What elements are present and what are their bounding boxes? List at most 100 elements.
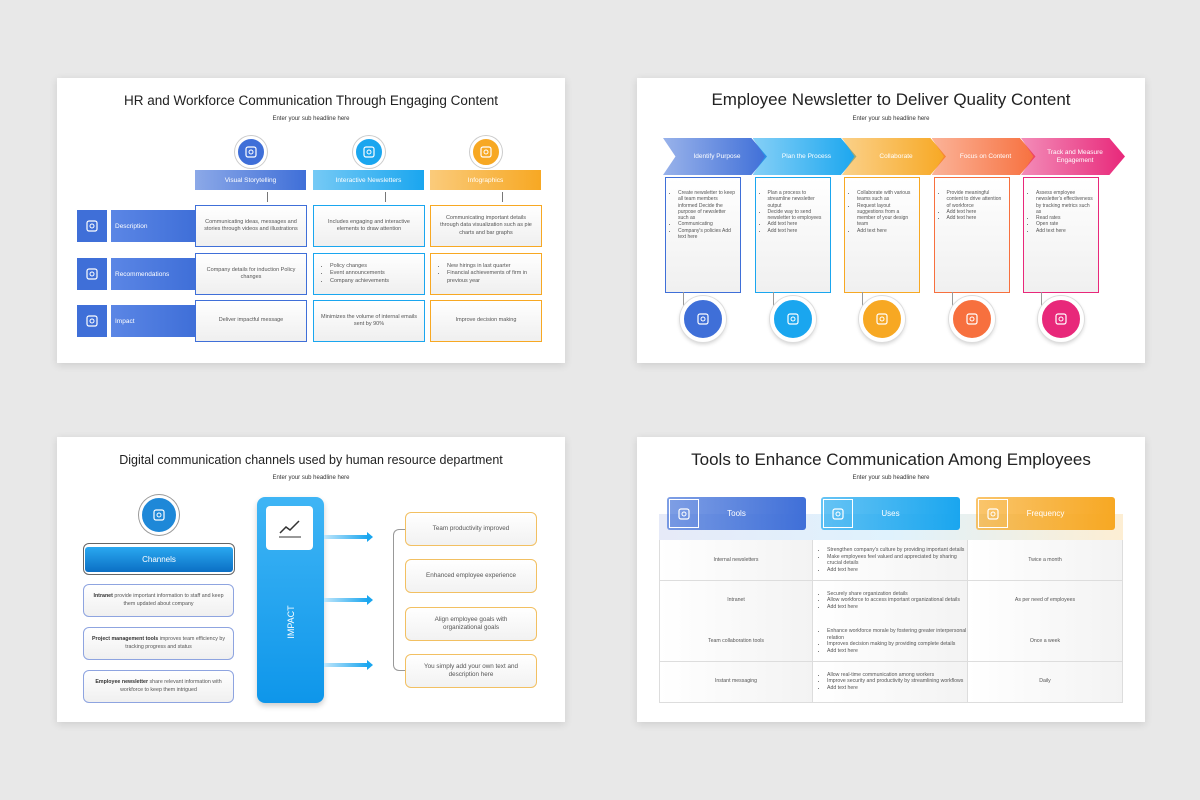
connector-line <box>502 192 503 202</box>
bullet-item: Communicating <box>678 221 736 227</box>
step-chevron: Plan the Process <box>752 138 857 175</box>
step-content: Assess employee newsletter's effectivene… <box>1023 177 1099 293</box>
bullet-item: Policy changes <box>330 263 418 270</box>
slide-newsletter: Employee Newsletter to Deliver Quality C… <box>637 78 1145 363</box>
bullet-list: Create newsletter to keep all team membe… <box>668 190 736 240</box>
column-header-tab: Frequency <box>976 497 1115 530</box>
channel-name: Employee newsletter <box>95 679 149 686</box>
column-header-tab: Tools <box>667 497 806 530</box>
channel-name: Intranet <box>93 593 113 600</box>
hand-icon <box>823 499 853 528</box>
step-chevron: Focus on Content <box>931 138 1036 175</box>
bullet-item: Company achievements <box>330 278 418 285</box>
infographics-icon <box>470 136 502 168</box>
step-chevron: Track and Measure Engagement <box>1021 138 1125 175</box>
plan-icon <box>769 296 816 342</box>
bullet-item: Add text here <box>827 604 967 611</box>
bullet-item: Add text here <box>827 648 967 655</box>
impact-label: IMPACT <box>286 605 296 639</box>
slide-subtitle: Enter your sub headline here <box>852 475 930 481</box>
handshake-icon <box>1038 296 1084 342</box>
slide-subtitle: Enter your sub headline here <box>852 116 930 122</box>
channel-card: Project management tools improves team e… <box>83 627 234 660</box>
column-header-tab: Uses <box>821 497 960 530</box>
step-chevron: Identify Purpose <box>663 138 767 175</box>
table-cell: Deliver impactful message <box>195 300 307 342</box>
uses-cell: Enhance workforce morale by fostering gr… <box>813 621 968 662</box>
bullet-item: Create newsletter to keep all team membe… <box>678 190 736 221</box>
table-cell: Company details for induction Policy cha… <box>195 253 307 295</box>
table-cell: New hirings in last quarterFinancial ach… <box>430 253 542 295</box>
bullet-list: Enhance workforce morale by fostering gr… <box>813 628 967 654</box>
tool-cell: Intranet <box>659 580 813 622</box>
channel-text: Intranet provide important information t… <box>92 593 225 608</box>
storytelling-icon <box>235 136 267 168</box>
bullet-item: Add text here <box>827 685 967 692</box>
team-icon <box>859 296 905 342</box>
bullet-item: Add text here <box>857 228 915 234</box>
channel-description: improves team efficiency by tracking pro… <box>125 636 225 650</box>
column-header: Interactive Newsletters <box>313 170 424 190</box>
column-header: Infographics <box>430 170 541 190</box>
clipboard-icon <box>77 210 107 242</box>
newsletter-icon <box>353 136 385 168</box>
bullet-item: Add text here <box>947 215 1005 221</box>
bullet-item: Add text here <box>768 228 826 234</box>
uses-cell: Allow real-time communication among work… <box>813 661 968 703</box>
outcome-box: You simply add your own text and descrip… <box>405 654 537 688</box>
channel-text: Employee newsletter share relevant infor… <box>92 679 225 694</box>
step-content: Provide meaningful content to drive atte… <box>933 177 1010 293</box>
bracket-line <box>393 529 405 671</box>
bullet-item: Company's policies Add text here <box>678 228 736 241</box>
bullet-item: Enhance workforce morale by fostering gr… <box>827 628 967 641</box>
frequency-cell: Daily <box>968 661 1123 703</box>
bullet-list: Provide meaningful content to drive atte… <box>937 190 1005 221</box>
arrow-icon <box>324 595 373 605</box>
frequency-cell: As per need of employees <box>968 580 1123 622</box>
bullet-list: New hirings in last quarterFinancial ach… <box>437 263 535 284</box>
bullet-item: Decide way to send newsletter to employe… <box>768 209 826 222</box>
table-cell: Improve decision making <box>430 300 542 342</box>
bullet-item: Add text here <box>768 221 826 227</box>
slide-title: Employee Newsletter to Deliver Quality C… <box>711 90 1071 109</box>
bullet-item: Make employees feel valued and appreciat… <box>827 554 967 567</box>
bullet-item: Provide meaningful content to drive atte… <box>947 190 1005 209</box>
bullet-item: Request layout suggestions from a member… <box>857 203 915 228</box>
slide-title: Tools to Enhance Communication Among Emp… <box>691 450 1091 469</box>
connector-line <box>83 543 235 575</box>
row-label: Recommendations <box>111 258 195 290</box>
channel-name: Project management tools <box>92 636 159 643</box>
outcome-box: Team productivity improved <box>405 512 537 546</box>
channel-description: provide important information to staff a… <box>112 593 224 607</box>
bullet-list: Securely share organization detailsAllow… <box>813 591 967 611</box>
step-content: Create newsletter to keep all team membe… <box>665 177 741 293</box>
bullet-item: Event announcements <box>330 270 418 277</box>
tool-cell: Internal newsletters <box>659 540 813 581</box>
bullet-item: Financial achievements of firm in previo… <box>447 270 535 284</box>
table-cell: Communicating ideas, messages and storie… <box>195 205 307 247</box>
step-content: Collaborate with various teams such asRe… <box>844 177 920 293</box>
slide-hr-communication: HR and Workforce Communication Through E… <box>57 78 565 363</box>
target-icon <box>680 296 726 342</box>
row-label: Description <box>111 210 195 242</box>
step-chevron: Collaborate <box>842 138 946 175</box>
row-label: Impact <box>111 305 195 337</box>
channel-card: Employee newsletter share relevant infor… <box>83 670 234 703</box>
slide-digital-channels: Digital communication channels used by h… <box>57 437 565 722</box>
channel-description: share relevant information with workforc… <box>120 679 222 693</box>
outcome-box: Enhanced employee experience <box>405 559 537 593</box>
bullet-item: Securely share organization details <box>827 591 967 598</box>
connector-line <box>267 192 268 202</box>
focus-icon <box>948 296 995 342</box>
uses-cell: Securely share organization detailsAllow… <box>813 580 968 622</box>
bullet-list: Policy changesEvent announcementsCompany… <box>320 263 418 284</box>
uses-cell: Strengthen company's culture by providin… <box>813 540 968 581</box>
bullet-item: Add text here <box>1036 228 1094 234</box>
bullet-list: Assess employee newsletter's effectivene… <box>1026 190 1094 234</box>
pulse-icon <box>978 499 1008 528</box>
table-cell: Includes engaging and interactive elemen… <box>313 205 425 247</box>
outcome-box: Align employee goals with organizational… <box>405 607 537 641</box>
bullet-item: Improves decision making by providing co… <box>827 641 967 648</box>
bullet-list: Strengthen company's culture by providin… <box>813 547 967 573</box>
channels-icon <box>139 495 179 535</box>
